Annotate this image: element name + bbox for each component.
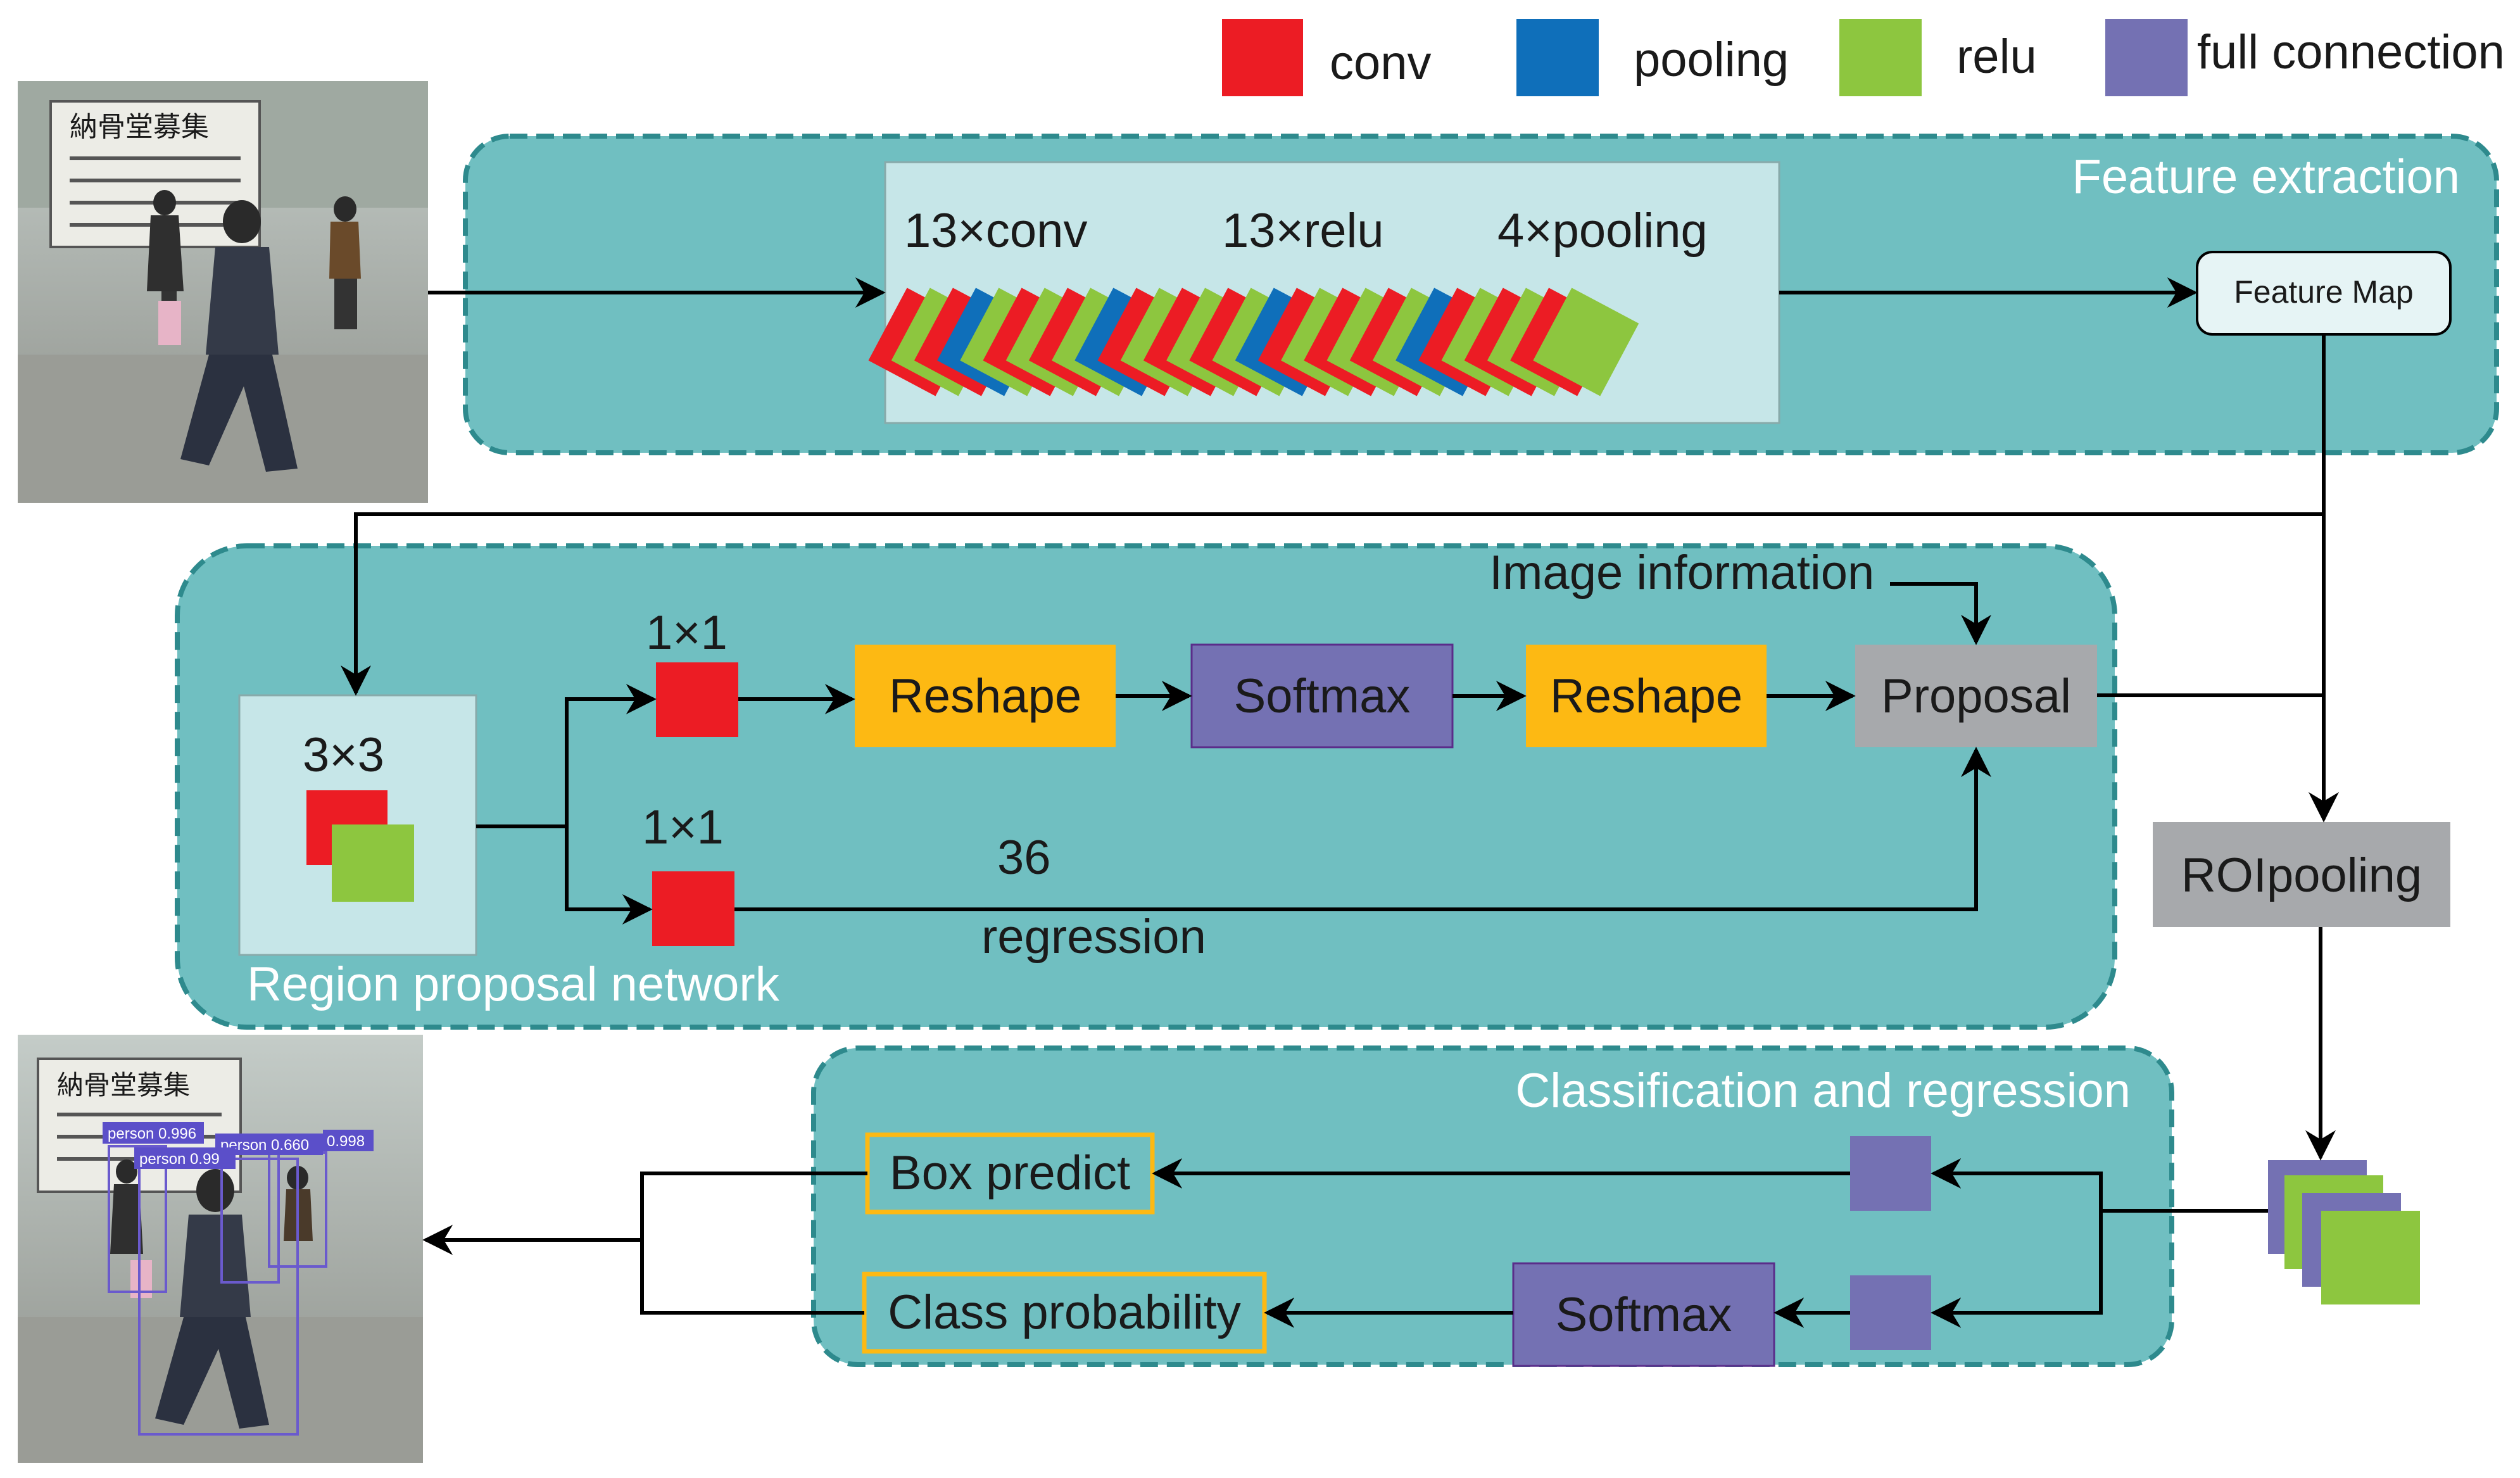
label-4-pooling: 4×pooling	[1497, 204, 1708, 258]
label-13-relu: 13×relu	[1222, 204, 1384, 258]
legend-swatch-conv	[1222, 19, 1303, 96]
cls-softmax-label: Softmax	[1556, 1288, 1732, 1342]
rpn-panel: Region proposal network 3×3 1×1 1×1 Resh…	[175, 543, 2117, 1030]
regression-label: regression	[981, 910, 1206, 964]
reshape2-label: Reshape	[1550, 669, 1742, 723]
classification-panel: Classification and regression Box predic…	[811, 1045, 2174, 1367]
arrow-to-conv1-bottom	[565, 826, 653, 925]
connectors	[341, 277, 2339, 1328]
conv3x3-label: 3×3	[303, 728, 384, 782]
classification-title: Classification and regression	[1515, 1064, 2131, 1118]
output-sign-text: 納骨堂募集	[57, 1070, 190, 1100]
detection-label-4: person 0.99	[139, 1151, 220, 1168]
legend-label-relu: relu	[1956, 30, 2037, 84]
reshape2-box	[1526, 645, 1767, 747]
roi-pooling-box	[2153, 822, 2450, 927]
legend: conv pooling relu full connection	[1222, 19, 2505, 96]
proposal-label: Proposal	[1881, 669, 2071, 723]
feature-extraction-panel: Feature extraction 13×conv 13×relu 4×poo…	[463, 134, 2499, 455]
detection-label-3: 0.998	[327, 1133, 365, 1150]
class-prob-label: Class probability	[888, 1285, 1241, 1339]
proposal-box	[1855, 645, 2097, 747]
feature-map-label: Feature Map	[2234, 274, 2413, 310]
legend-label-conv: conv	[1330, 36, 1432, 90]
rpn-title: Region proposal network	[247, 957, 780, 1011]
legend-label-full-connection: full connection	[2197, 25, 2505, 79]
fc-square-bottom	[1850, 1275, 1931, 1350]
feature-extraction-title: Feature extraction	[2072, 150, 2460, 204]
label-13-conv: 13×conv	[904, 204, 1087, 258]
input-sign-text: 納骨堂募集	[70, 111, 209, 142]
arrow-regression-to-proposal	[734, 747, 1991, 911]
legend-swatch-full-connection	[2105, 19, 2188, 96]
arrow-to-fc-top	[1931, 1158, 2103, 1211]
legend-swatch-relu	[1839, 19, 1922, 96]
cls-softmax-box	[1512, 1262, 1775, 1367]
input-person-small	[147, 190, 361, 345]
roi-feature-stack	[2268, 1160, 2420, 1304]
arrow-to-fc-bottom	[1931, 1211, 2103, 1328]
layer-relu-30	[1533, 287, 1639, 396]
legend-label-pooling: pooling	[1634, 33, 1789, 87]
detection-labels: person 0.996 person 0.660 0.998 person 0…	[103, 1122, 374, 1169]
rpn-softmax-box	[1190, 643, 1454, 748]
output-photo: 納骨堂募集 person 0.996 person 0.660	[18, 1035, 423, 1463]
box-predict-label: Box predict	[890, 1146, 1130, 1200]
arrow-image-info-to-proposal	[1890, 582, 1991, 645]
rpn-softmax-label: Softmax	[1234, 669, 1411, 723]
output-person-large	[155, 1169, 269, 1429]
conv3x3-relu-square	[332, 824, 414, 902]
input-photo: 納骨堂募集	[18, 81, 428, 503]
roi-pooling-label: ROIpooling	[2181, 849, 2422, 902]
legend-swatch-pooling	[1516, 19, 1599, 96]
reshape1-box	[855, 645, 1116, 747]
reshape1-label: Reshape	[889, 669, 1081, 723]
input-person-large	[180, 200, 298, 472]
image-info-label: Image information	[1489, 546, 1874, 600]
reg-count-label: 36	[997, 831, 1051, 885]
conv1x1-bottom-label: 1×1	[642, 800, 724, 854]
detection-label-1: person 0.996	[108, 1125, 196, 1142]
layer-stack	[868, 287, 1639, 396]
arrow-to-conv1-top	[565, 684, 657, 826]
conv1x1-bottom-square	[652, 871, 734, 946]
line-featuremap-down	[341, 334, 2326, 696]
conv1x1-top-label: 1×1	[646, 606, 728, 660]
fc-square-top	[1850, 1136, 1931, 1211]
conv1x1-top-square	[656, 662, 738, 737]
line-outputs-merge	[640, 1172, 867, 1315]
